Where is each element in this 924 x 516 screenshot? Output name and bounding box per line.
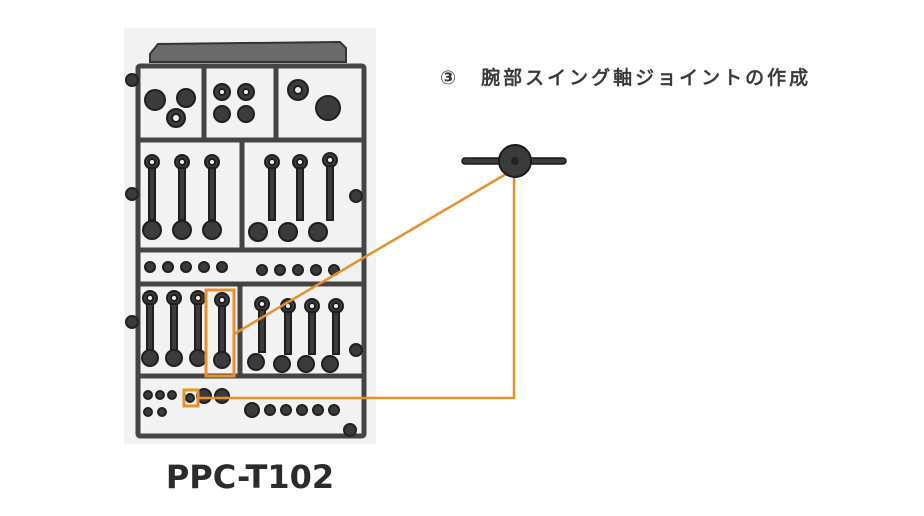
sprue-tag [149, 40, 347, 63]
leader-line-lower [198, 174, 516, 400]
step-title: ③ 腕部スイング軸ジョイントの作成 [440, 67, 812, 89]
sprue-parts [141, 79, 344, 418]
sprue-frame [135, 63, 367, 439]
sprue-outer-nubs [125, 73, 363, 437]
leader-line-upper [233, 172, 507, 336]
part-number-label: PPC-T102 [165, 458, 335, 496]
swing-joint-part-icon [461, 144, 567, 178]
